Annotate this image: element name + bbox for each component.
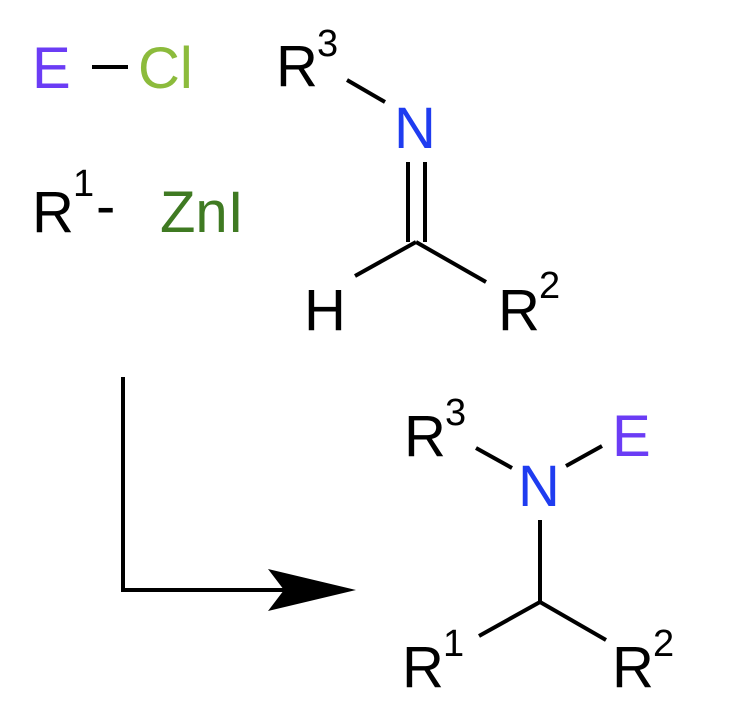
imine-R2: R bbox=[498, 278, 540, 343]
product-R1-superscript: 1 bbox=[443, 623, 464, 665]
product-c-r1-bond bbox=[478, 600, 541, 638]
imine-R2-superscript: 2 bbox=[539, 265, 560, 307]
imine-c-r2-bond bbox=[415, 240, 487, 284]
imine-R3-superscript: 3 bbox=[317, 23, 338, 65]
organozinc-R-superscript: 1 bbox=[73, 163, 94, 205]
organozinc-R: R bbox=[32, 180, 74, 245]
product-c-r2-bond bbox=[539, 600, 607, 642]
product-R3-superscript: 3 bbox=[445, 392, 466, 434]
imine-R3: R bbox=[276, 34, 318, 99]
organozinc-dash: - bbox=[96, 174, 115, 239]
product-E: E bbox=[612, 404, 651, 469]
product-r3-n-bond bbox=[475, 446, 513, 470]
zinc-iodide-ZnI: ZnI bbox=[160, 180, 244, 245]
product-R2-superscript: 2 bbox=[653, 623, 674, 665]
product-R3: R bbox=[404, 404, 446, 469]
product-R1: R bbox=[402, 635, 444, 700]
product-N: N bbox=[518, 454, 560, 519]
imine-r3-n-bond bbox=[345, 78, 387, 104]
imine-c-h-bond bbox=[354, 240, 417, 278]
product-R2: R bbox=[612, 635, 654, 700]
electrophile-E: E bbox=[32, 36, 71, 101]
chloride-Cl: Cl bbox=[138, 36, 193, 101]
product-n-e-bond bbox=[565, 444, 603, 468]
imine-N: N bbox=[394, 96, 436, 161]
imine-H: H bbox=[304, 278, 346, 343]
arrow-head bbox=[268, 569, 356, 611]
